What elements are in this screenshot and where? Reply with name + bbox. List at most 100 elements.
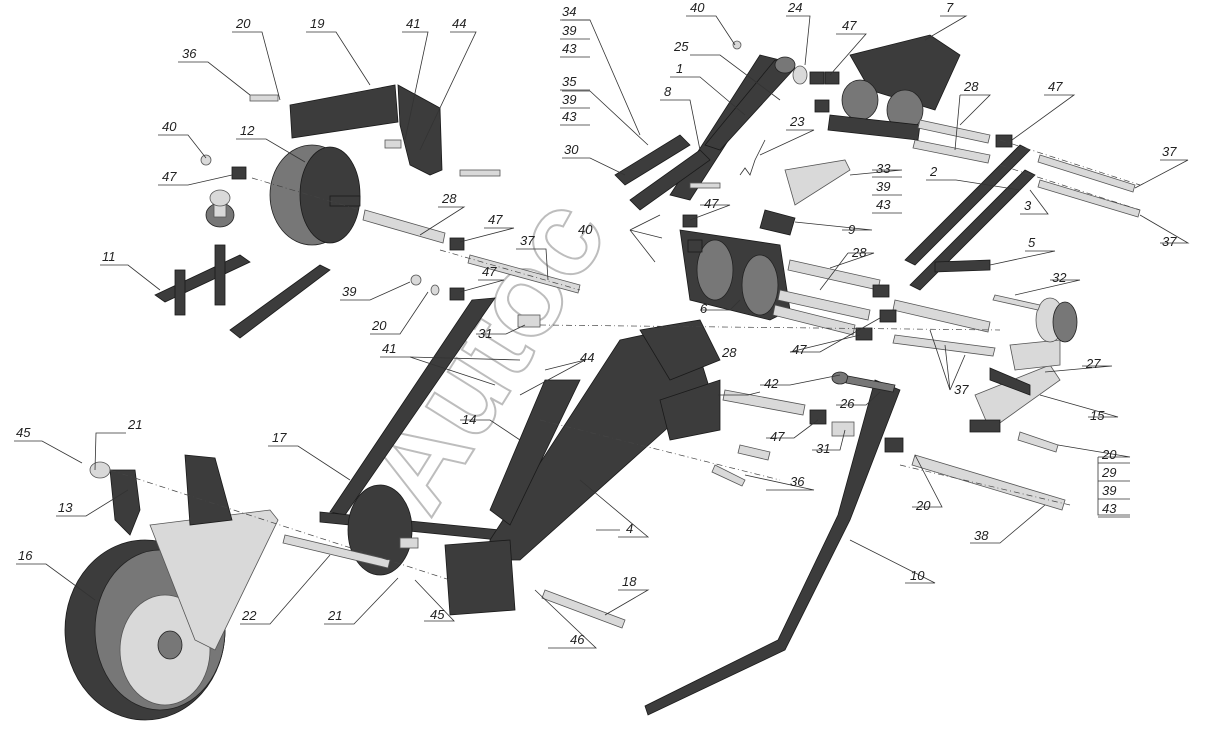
part-47-bushing	[872, 284, 890, 298]
callout-47: 47	[770, 429, 785, 444]
part-8-part	[629, 149, 711, 211]
callout-7: 7	[946, 0, 954, 15]
part-18-pin	[541, 589, 626, 629]
part-36-bolt	[711, 464, 746, 487]
callout-21: 21	[327, 608, 342, 623]
callout-44: 44	[580, 350, 594, 365]
part-6-block	[679, 229, 791, 321]
part-47-bushing	[449, 237, 465, 251]
part-7-block	[827, 34, 961, 141]
callout-41: 41	[382, 341, 396, 356]
part-47-bushing	[449, 287, 465, 301]
part-37-rod	[892, 299, 991, 333]
part-disk	[347, 484, 419, 576]
part-37-rod	[892, 334, 996, 357]
callout-21: 21	[127, 417, 142, 432]
part-16-wheel-assembly	[64, 454, 279, 721]
part-33-sector	[784, 159, 851, 206]
part-32-roller	[992, 294, 1078, 343]
callout-28: 28	[441, 191, 457, 206]
part-47-bushing	[687, 239, 703, 253]
callout-31: 31	[478, 326, 492, 341]
callout-47: 47	[162, 169, 177, 184]
part-40-nut	[200, 154, 212, 166]
part-20-rod	[1017, 431, 1059, 453]
callout-44: 44	[452, 16, 466, 31]
part-38-rod	[911, 454, 1066, 511]
part-36-bolt	[737, 444, 771, 461]
part-4-main-beam	[444, 319, 721, 616]
part-37-rod	[1037, 179, 1141, 218]
callout-5: 5	[1028, 235, 1036, 250]
callout-27: 27	[1085, 356, 1101, 371]
part-11-frame	[154, 189, 331, 339]
callout-41: 41	[406, 16, 420, 31]
part-28-rod	[722, 389, 806, 416]
callout-19: 19	[310, 16, 324, 31]
callout-8: 8	[664, 84, 672, 99]
part-47-bushing	[231, 166, 247, 180]
part-47-bushing	[855, 327, 873, 341]
callout-13: 13	[58, 500, 73, 515]
part-28-rod	[777, 289, 871, 321]
label-underlines	[560, 19, 1130, 518]
callout-15: 15	[1090, 408, 1105, 423]
callout-16: 16	[18, 548, 33, 563]
callout-42: 42	[764, 376, 779, 391]
callout-45: 45	[16, 425, 31, 440]
callout-34: 34	[562, 4, 576, 19]
callout-14: 14	[462, 412, 476, 427]
part-47-bushing	[824, 71, 840, 85]
callout-45: 45	[430, 607, 445, 622]
callout-24: 24	[787, 0, 802, 15]
part-19-bracket	[289, 84, 443, 176]
part-22-axle	[282, 534, 391, 569]
callout-43: 43	[562, 41, 577, 56]
callout-17: 17	[272, 430, 287, 445]
part-15-bracket	[969, 339, 1061, 433]
callout-32: 32	[1052, 270, 1067, 285]
part-bolt	[459, 169, 501, 177]
callout-39: 39	[342, 284, 356, 299]
callout-29: 29	[1101, 465, 1116, 480]
callout-28: 28	[963, 79, 979, 94]
part-37-rod	[1037, 154, 1136, 193]
callout-47: 47	[704, 196, 719, 211]
part-40-nut	[732, 40, 742, 50]
part-2-rail	[904, 144, 1036, 291]
part-20-nut	[430, 284, 440, 296]
callout-46: 46	[570, 632, 585, 647]
callout-4: 4	[626, 521, 633, 536]
callout-26: 26	[839, 396, 855, 411]
callout-2: 2	[929, 164, 938, 179]
callout-20: 20	[371, 318, 387, 333]
part-26-chain	[831, 371, 896, 393]
part-28-rod	[787, 259, 881, 291]
part-28-rod	[912, 139, 991, 164]
part-28-rod	[917, 119, 991, 144]
callout-43: 43	[562, 109, 577, 124]
callout-36: 36	[790, 474, 805, 489]
callout-12: 12	[240, 123, 255, 138]
callout-20: 20	[915, 498, 931, 513]
callout-labels: 20 19 41 44 36 40 12 47 28 47 37 11 39 4…	[16, 0, 1177, 647]
part-12-wheel	[269, 144, 361, 246]
callout-43: 43	[876, 197, 891, 212]
callout-22: 22	[241, 608, 257, 623]
callout-18: 18	[622, 574, 637, 589]
callout-39: 39	[1102, 483, 1116, 498]
callout-40: 40	[690, 0, 705, 15]
part-28-rod	[362, 209, 446, 244]
callout-31: 31	[816, 441, 830, 456]
callout-33: 33	[876, 161, 891, 176]
callout-28: 28	[721, 345, 737, 360]
part-bolt	[689, 182, 721, 189]
part-10-drawbar	[644, 379, 901, 716]
part-47-bushing	[809, 409, 827, 425]
callout-39: 39	[562, 23, 576, 38]
callout-28: 28	[851, 245, 867, 260]
callout-47: 47	[482, 264, 497, 279]
part-47-bushing	[809, 71, 825, 85]
part-39-washer	[410, 274, 422, 286]
